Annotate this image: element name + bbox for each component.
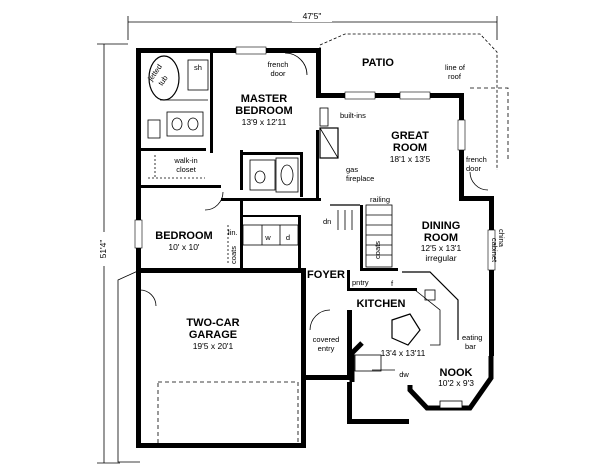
master-bedroom-dims: 13'9 x 12'11 [242, 117, 287, 127]
bathtub [275, 157, 299, 193]
jetted-tub-label-2: tub [156, 74, 169, 88]
foyer-label: FOYER [307, 269, 345, 281]
shower [187, 59, 209, 91]
overall-width-label: 47'5" [303, 11, 322, 21]
kitchen-dims: 13'4 x 13'11 [381, 348, 426, 358]
staircase [330, 204, 393, 268]
kitchen-island [354, 313, 421, 372]
laundry-area [242, 224, 299, 246]
dining-room-label-1: DINING [422, 220, 461, 232]
eating-bar-label-1: eating [462, 333, 482, 342]
french-door-2-label-2: door [466, 164, 482, 173]
fridge-label: f [391, 279, 394, 288]
covered-entry-label-1: covered [313, 335, 340, 344]
garage-label-1: TWO-CAR [186, 317, 239, 329]
toilet-2 [254, 170, 266, 184]
dryer-label: d [286, 233, 290, 242]
bedroom-label: BEDROOM [155, 230, 212, 242]
master-bath-fixtures [147, 55, 209, 139]
fireplace [319, 127, 339, 159]
coats-closet-1-label: coats [229, 246, 238, 264]
eating-bar-counter [414, 289, 441, 346]
hall-bath-fixtures [249, 157, 299, 193]
walk-in-closet-label-1: walk-in [173, 156, 197, 165]
walk-in-closet-label-2: closet [176, 165, 197, 174]
nook-window-bay [372, 369, 463, 409]
line-of-roof [470, 87, 509, 160]
gas-fireplace-label-1: gas [346, 165, 358, 174]
bedroom-dims: 10' x 10' [168, 242, 200, 252]
nook-dims: 10'2 x 9'3 [438, 378, 474, 388]
great-room-label-1: GREAT [391, 130, 429, 142]
interior-walls [136, 53, 459, 340]
door-swings [139, 52, 489, 331]
garage-roof-outline [117, 269, 141, 463]
overall-depth-dimension [96, 43, 128, 464]
patio-label: PATIO [362, 57, 394, 69]
eating-bar-label-2: bar [465, 342, 476, 351]
french-door-1-label-2: door [270, 69, 286, 78]
kitchen-label: KITCHEN [357, 298, 406, 310]
dining-room-dims: 12'5 x 13'1 [421, 243, 462, 253]
great-room-label-2: ROOM [393, 142, 427, 154]
master-bedroom-label-1: MASTER [241, 93, 288, 105]
overall-width-dimension [127, 10, 498, 40]
built-ins-label: built-ins [340, 111, 366, 120]
garage-dims: 19'5 x 20'1 [193, 341, 234, 351]
great-room-dims: 18'1 x 13'5 [390, 154, 431, 164]
railing-label: railing [370, 195, 390, 204]
nook-label: NOOK [440, 367, 473, 379]
china-cabinet-label-2: cabinet [490, 238, 499, 263]
dining-room-note: irregular [425, 253, 456, 263]
line-of-roof-label-1: line of [445, 63, 466, 72]
built-ins-cabinet [319, 107, 329, 127]
line-of-roof-label-2: roof [448, 72, 462, 81]
dining-room-label-2: ROOM [424, 232, 458, 244]
coats-closet-2-label: coats [373, 241, 382, 259]
closet-rods [148, 155, 229, 265]
china-cabinet-label-1: china [497, 229, 506, 248]
washer-label: w [264, 233, 271, 242]
garage-door [157, 381, 299, 445]
french-door-1-label-1: french [268, 60, 289, 69]
garage-label-2: GARAGE [189, 329, 237, 341]
dishwasher-label: dw [399, 370, 409, 379]
windows [134, 46, 496, 271]
gas-fireplace-label-2: fireplace [346, 174, 374, 183]
vanity [166, 111, 204, 137]
toilet [147, 119, 161, 139]
master-bedroom-label-2: BEDROOM [235, 105, 292, 117]
pantry-label: pntry [352, 278, 369, 287]
covered-entry-label-2: entry [318, 344, 335, 353]
overall-depth-label: 51'4" [98, 240, 108, 259]
french-door-2-label-1: french [466, 155, 487, 164]
stair-down-label: dn [323, 217, 331, 226]
shower-label: sh [194, 63, 202, 72]
kitchen-sink [354, 354, 382, 372]
linen-closet-label: lin. [228, 228, 238, 237]
